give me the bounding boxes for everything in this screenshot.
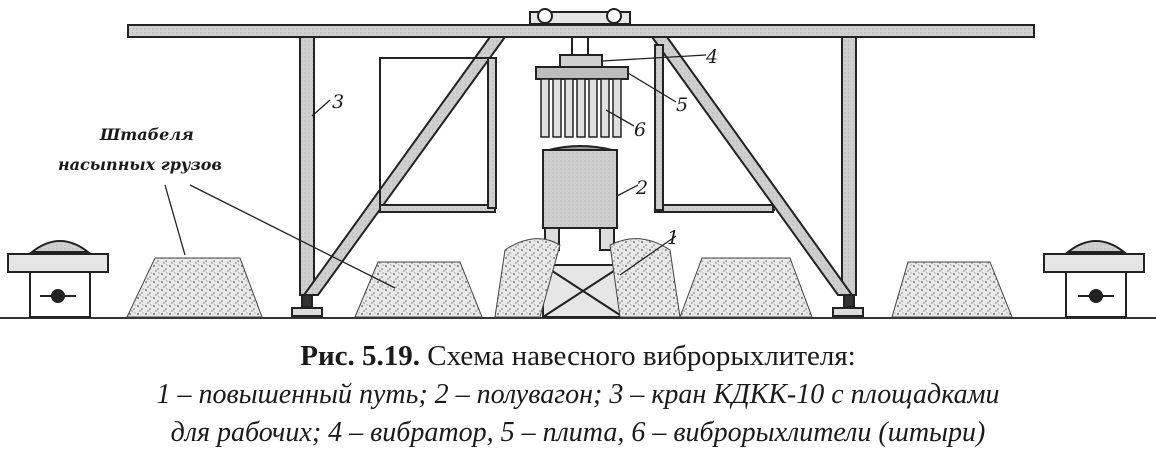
- figure-caption: Рис. 5.19. Схема навесного виброрыхлител…: [0, 336, 1156, 452]
- stacks-label-line1: Штабеля: [99, 125, 194, 144]
- caption-title-line: Рис. 5.19. Схема навесного виброрыхлител…: [0, 336, 1156, 376]
- crane-leg-feet: [291, 294, 864, 317]
- vibro-loosener-diagram: 4 5 6 2 1 3 Штабеля насыпных грузов: [0, 8, 1156, 319]
- label-4: 4: [705, 46, 718, 68]
- caption-legend-line1: 1 – повышенный путь; 2 – полувагон; 3 – …: [156, 379, 1000, 410]
- caption-number: Рис. 5.19.: [300, 340, 421, 372]
- crane-top-beam: [127, 24, 1035, 38]
- raised-track: [542, 264, 624, 318]
- stacks-label-line2: насыпных грузов: [58, 155, 222, 174]
- label-3: 3: [332, 91, 344, 113]
- label-6: 6: [634, 119, 646, 141]
- leader-lines: [164, 54, 707, 289]
- gondola-car: [542, 145, 618, 251]
- label-1: 1: [667, 227, 679, 249]
- caption-title: Схема навесного виброрыхлителя:: [427, 340, 856, 372]
- right-track-unit: [1043, 240, 1145, 318]
- label-5: 5: [676, 94, 688, 116]
- caption-legend-line2: для рабочих; 4 – вибратор, 5 – плита, 6 …: [170, 417, 986, 448]
- vibro-rods: [540, 78, 622, 138]
- left-track-unit: [7, 240, 109, 318]
- trolley: [529, 8, 631, 25]
- bulk-cargo-stacks: [126, 238, 1013, 318]
- plate: [535, 66, 629, 80]
- vibrator: [559, 37, 603, 68]
- label-2: 2: [635, 177, 648, 199]
